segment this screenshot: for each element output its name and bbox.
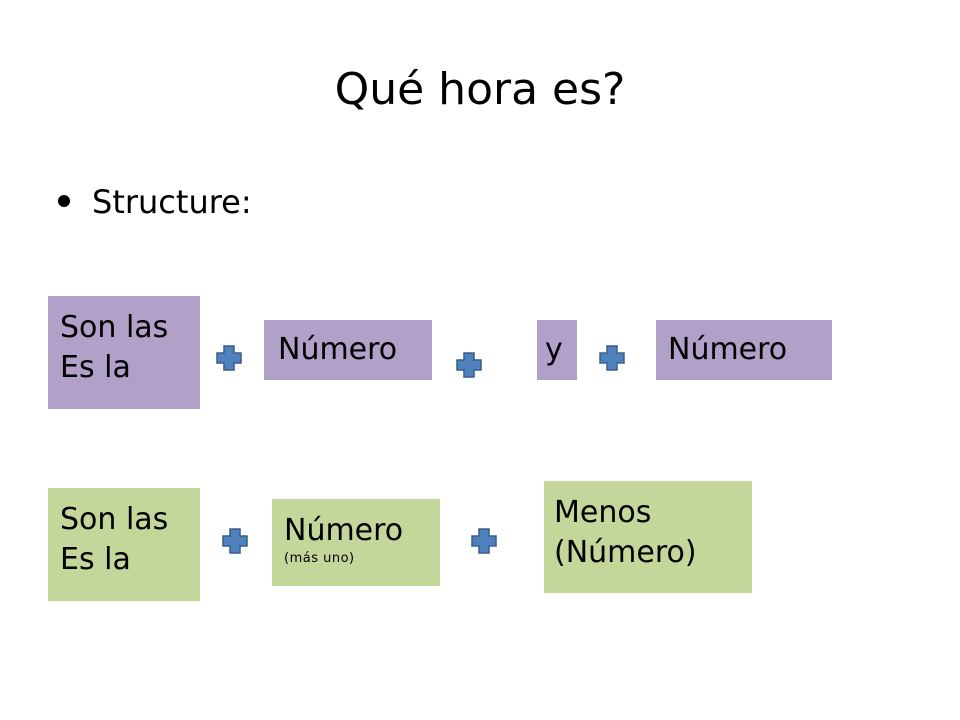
- row2-menos-box: Menos (Número): [544, 481, 752, 593]
- row2-subject-es-la: Es la: [60, 542, 131, 577]
- row2-number-note: (más uno): [284, 551, 355, 566]
- structure-bullet: Structure:: [58, 180, 252, 224]
- row1-subject-son-las: Son las: [60, 310, 169, 345]
- plus-icon: [222, 528, 248, 554]
- row2-menos-label: Menos: [554, 495, 652, 530]
- row1-y-box: y: [537, 320, 577, 380]
- row1-number-box: Número: [264, 320, 432, 380]
- plus-icon: [471, 528, 497, 554]
- plus-icon: [456, 352, 482, 378]
- row2-number-label: Número: [284, 513, 404, 548]
- slide-title: Qué hora es?: [334, 64, 626, 115]
- row2-number-box: Número (más uno): [272, 499, 440, 586]
- row2-subject-box: Son las Es la: [48, 488, 200, 601]
- row1-number2-label: Número: [668, 332, 788, 367]
- bullet-dot-icon: [58, 195, 70, 207]
- structure-label: Structure:: [92, 183, 252, 221]
- row1-connector-y: y: [545, 332, 563, 367]
- row1-subject-es-la: Es la: [60, 350, 131, 385]
- row2-subject-son-las: Son las: [60, 502, 169, 537]
- plus-icon: [599, 345, 625, 371]
- row1-number2-box: Número: [656, 320, 832, 380]
- row2-menos-number-label: (Número): [554, 535, 697, 570]
- plus-icon: [216, 345, 242, 371]
- row1-subject-box: Son las Es la: [48, 296, 200, 409]
- row1-number1-label: Número: [278, 332, 398, 367]
